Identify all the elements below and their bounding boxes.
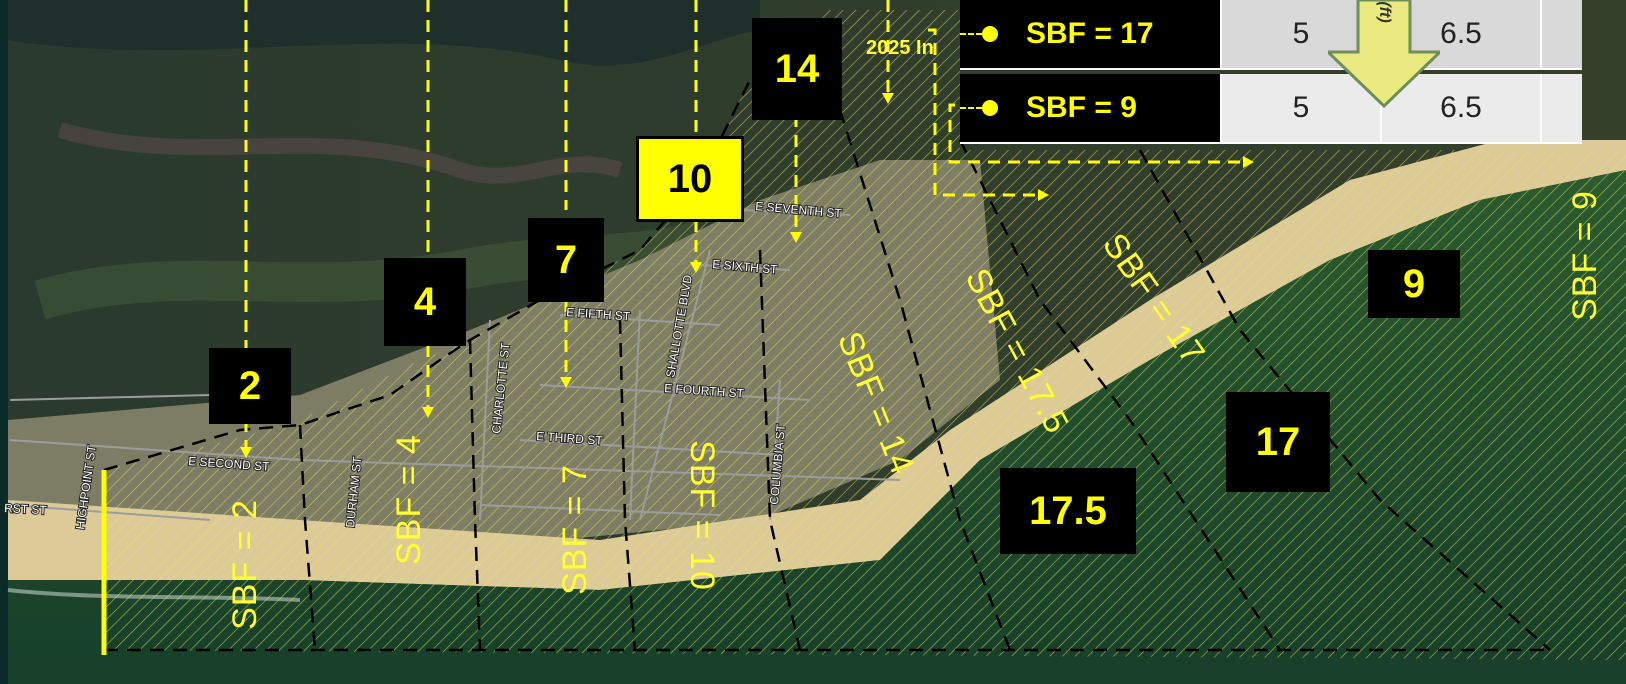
street-label-second: E SECOND ST xyxy=(188,454,271,474)
legend-key-label: SBF = 17 xyxy=(1026,17,1154,50)
street-label-fourth: E FOURTH ST xyxy=(664,381,745,401)
arrow-unit-label: (ft) xyxy=(1376,1,1393,22)
zone-sbf-7: SBF = 7 xyxy=(555,464,594,595)
legend-key: SBF = 9 xyxy=(960,74,1220,144)
legend-key-label: SBF = 9 xyxy=(1026,91,1137,124)
zone-box-9: 9 xyxy=(1368,250,1460,318)
street-label-first: RST ST xyxy=(4,501,48,517)
street-label-fifth: E FIFTH ST xyxy=(566,305,631,323)
zone-box-7: 7 xyxy=(528,218,604,302)
zone-sbf-9: SBF = 9 xyxy=(1565,190,1604,321)
zone-box-17-5: 17.5 xyxy=(1000,468,1136,554)
creek-channel xyxy=(8,0,760,66)
zone-box-14: 14 xyxy=(752,18,842,120)
zone-box-4: 4 xyxy=(384,258,466,346)
zone-leader-lines xyxy=(244,0,1245,450)
street-label-third: E THIRD ST xyxy=(536,429,604,448)
legend-table: SBF = 17 5 6.5 SBF = 9 5 6.5 (ft) xyxy=(960,0,1626,148)
legend-key: SBF = 17 xyxy=(960,0,1220,70)
inlet-label: 2025 In xyxy=(866,37,934,59)
zone-sbf-4: SBF = 4 xyxy=(389,434,428,565)
zone-box-2: 2 xyxy=(209,348,291,424)
zone-arrowheads xyxy=(240,93,1254,458)
zone-sbf-10: SBF = 10 xyxy=(682,440,721,591)
street-label-sixth: E SIXTH ST xyxy=(712,257,779,277)
dot-marker-icon xyxy=(960,26,998,42)
zone-box-17: 17 xyxy=(1226,392,1330,492)
hatched-study-area xyxy=(104,10,1626,660)
legend-row-sbf-17: SBF = 17 5 6.5 xyxy=(960,0,1582,70)
legend-extra-cell xyxy=(1540,74,1582,144)
legend-row-sbf-9: SBF = 9 5 6.5 xyxy=(960,74,1582,144)
vegetation-band xyxy=(57,122,623,184)
down-arrow-icon: (ft) xyxy=(1328,0,1440,109)
dot-marker-icon xyxy=(960,100,998,116)
legend-extra-cell xyxy=(1540,0,1582,70)
zone-box-10: 10 xyxy=(636,136,744,222)
legend-value: 5 xyxy=(1220,74,1380,144)
zone-sbf-2: SBF = 2 xyxy=(225,499,264,630)
